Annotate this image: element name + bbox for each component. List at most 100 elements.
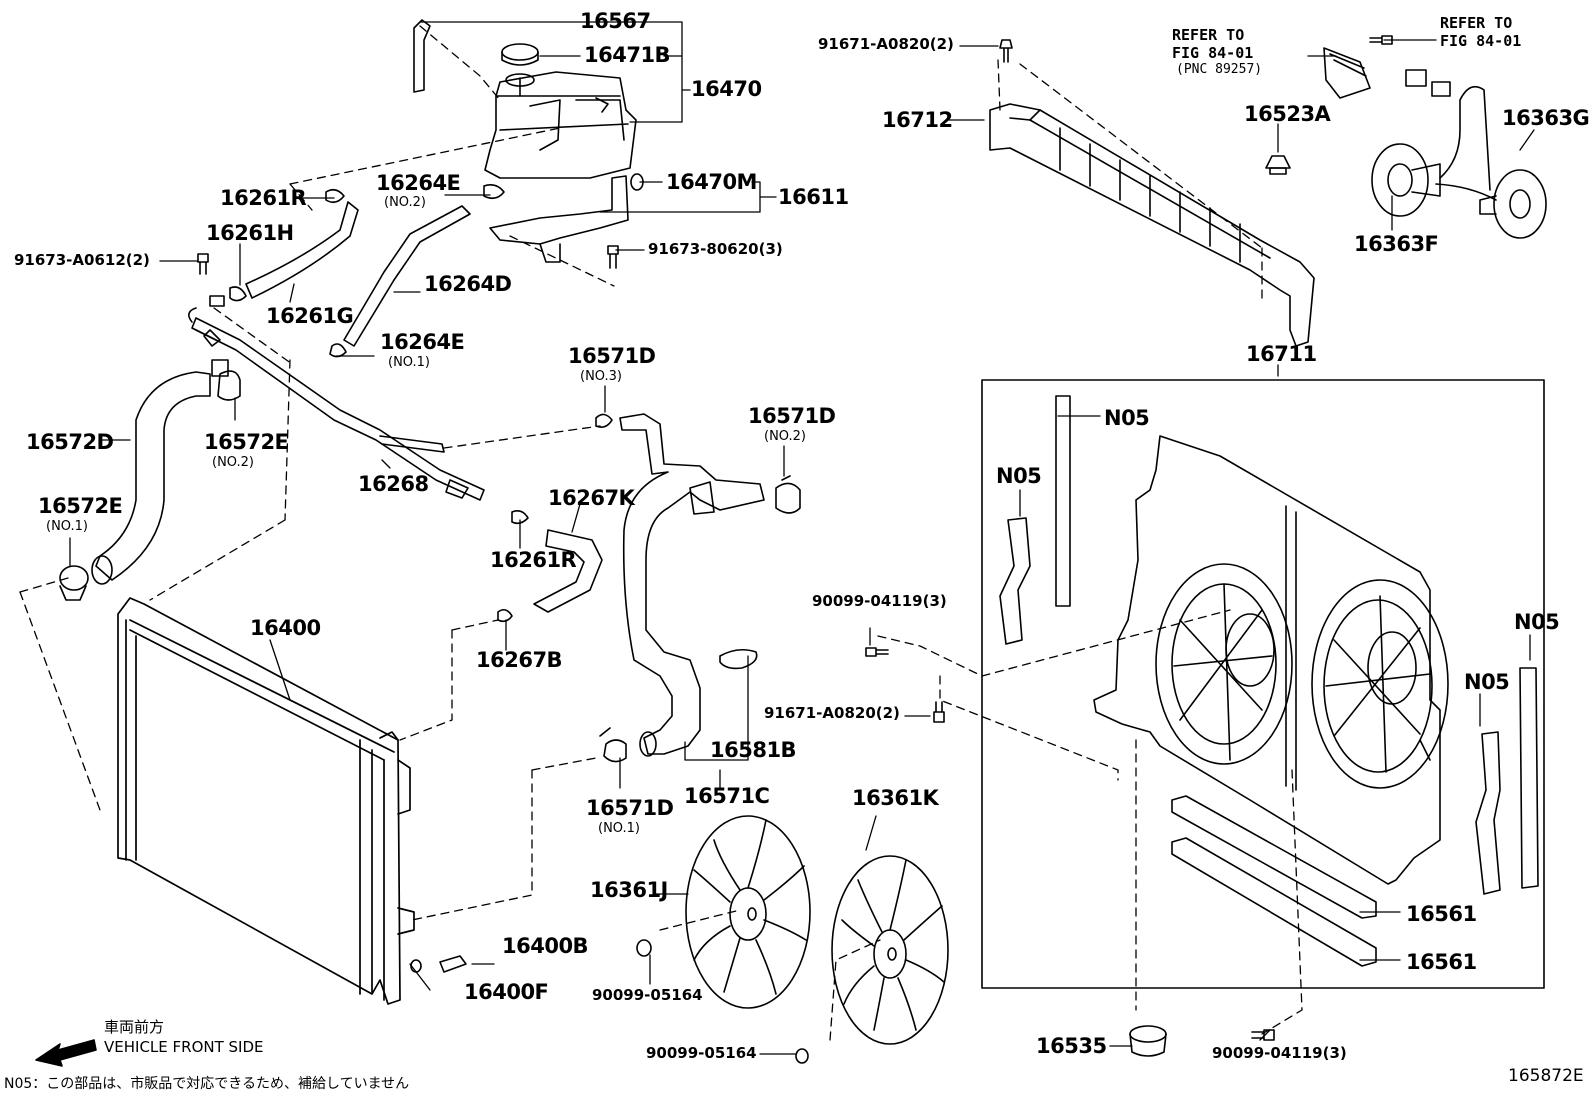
part-16400F[interactable]: 16400F [464,980,549,1004]
figure-code: 165872E [1508,1066,1584,1086]
reservoir-tank-16470 [484,43,637,179]
part-16611[interactable]: 16611 [778,185,849,209]
part-91671-A0820-a[interactable]: 91671-A0820(2) [818,35,954,53]
seals-16561 [1171,795,1377,967]
grommet-16535 [1129,1025,1167,1057]
part-16711[interactable]: 16711 [1246,342,1317,366]
vehicle-front-label-en: VEHICLE FRONT SIDE [104,1038,264,1056]
hose-16267K [533,529,603,613]
part-16261R-top[interactable]: 16261R [220,186,307,210]
hose-16572D [91,359,241,585]
fan-resistor [1323,47,1371,99]
part-16267B[interactable]: 16267B [476,648,563,672]
part-16400[interactable]: 16400 [250,616,321,640]
part-16571D-no1[interactable]: 16571D [586,796,674,820]
part-16261G[interactable]: 16261G [266,304,354,328]
part-16261H[interactable]: 16261H [206,221,294,245]
part-16264E-no1-sub: (NO.1) [388,355,430,370]
nut-90099-05164-b [795,1048,809,1064]
part-91671-A0820-b[interactable]: 91671-A0820(2) [764,704,900,722]
part-16571D-no3[interactable]: 16571D [568,344,656,368]
reference-line2: FIG 84-01 [1172,44,1254,62]
nut-90099-05164-a [636,939,652,957]
part-16264D[interactable]: 16264D [424,272,512,296]
part-16264E-no2[interactable]: 16264E [376,171,461,195]
clamp-16581B [719,648,758,670]
part-16572E-no1-sub: (NO.1) [46,519,88,534]
part-16363G[interactable]: 16363G [1502,106,1590,130]
reference-line3: (PNC 89257) [1176,62,1263,77]
drain-plug-16400B [410,955,467,973]
hose-16567 [413,19,431,93]
part-16400B[interactable]: 16400B [502,934,589,958]
part-90099-04119-b[interactable]: 90099-04119(3) [1212,1044,1347,1062]
vehicle-front-label-jp: 車両前方 [104,1018,165,1036]
part-90099-05164-a[interactable]: 90099-05164 [592,986,703,1004]
part-16267K[interactable]: 16267K [548,486,635,510]
part-16571C[interactable]: 16571C [684,784,770,808]
n05-seal-label-b[interactable]: N05 [996,464,1042,488]
fan-shroud [1093,435,1449,885]
part-16572E-no2-sub: (NO.2) [212,455,254,470]
part-16523A[interactable]: 16523A [1244,102,1331,126]
hose-16261G [245,201,359,299]
part-16470M[interactable]: 16470M [666,170,757,194]
reference-line1: REFER TO [1440,14,1513,32]
part-16363F[interactable]: 16363F [1354,232,1439,256]
part-16572E-no1[interactable]: 16572E [38,494,123,518]
hose-16571C [619,413,765,757]
part-16361K[interactable]: 16361K [852,786,939,810]
n05-seal-label-c[interactable]: N05 [1514,610,1560,634]
part-16567[interactable]: 16567 [580,9,651,33]
part-16571D-no1-sub: (NO.1) [598,821,640,836]
fan-16361J [685,815,811,1009]
part-16361J[interactable]: 16361J [590,878,668,902]
reference-line2: FIG 84-01 [1440,32,1522,50]
part-16581B[interactable]: 16581B [710,738,797,762]
fan-16361K [831,855,949,1045]
part-16571D-no2[interactable]: 16571D [748,404,836,428]
motor-wiring [1405,69,1497,201]
clamp-16571D-no1 [599,727,627,763]
grommet-16523A [1265,155,1291,175]
reference-fig-84-01-resistor[interactable]: REFER TO FIG 84-01 (PNC 89257) [1172,26,1262,78]
radiator-16400 [117,597,415,1005]
group-box-16711 [981,379,1545,989]
part-16712[interactable]: 16712 [882,108,953,132]
part-90099-05164-b[interactable]: 90099-05164 [646,1044,757,1062]
part-16470[interactable]: 16470 [691,77,762,101]
part-16572E-no2[interactable]: 16572E [204,430,289,454]
motor-16363F [1371,143,1441,217]
part-16268[interactable]: 16268 [358,472,429,496]
n05-seal-label-d[interactable]: N05 [1464,670,1510,694]
part-16561-a[interactable]: 16561 [1406,902,1477,926]
n05-seal-label-a[interactable]: N05 [1104,406,1150,430]
clamps-small [229,184,613,623]
vehicle-front-arrow-icon [35,1039,97,1067]
part-16571D-no3-sub: (NO.3) [580,369,622,384]
hose-16264D [343,205,471,347]
part-91673-80620[interactable]: 91673-80620(3) [648,240,783,258]
leader-lines [69,21,1535,1055]
n05-footnote: N05：この部品は、市販品で対応できるため、補給していません [4,1076,410,1092]
part-16264E-no1[interactable]: 16264E [380,330,465,354]
part-16261R-bottom[interactable]: 16261R [490,548,577,572]
clamp-16572E-no1 [59,565,89,601]
clamp-16571D-no2 [775,475,801,514]
part-16572D[interactable]: 16572D [26,430,114,454]
bracket-16611 [489,173,644,263]
part-16535[interactable]: 16535 [1036,1034,1107,1058]
part-16471B[interactable]: 16471B [584,43,671,67]
part-90099-04119-a[interactable]: 90099-04119(3) [812,592,947,610]
reference-fig-84-01-bolt[interactable]: REFER TO FIG 84-01 [1440,14,1521,50]
reference-line1: REFER TO [1172,26,1245,44]
part-16561-b[interactable]: 16561 [1406,950,1477,974]
support-16712 [989,103,1315,347]
part-91673-A0612[interactable]: 91673-A0612(2) [14,251,150,269]
part-16571D-no2-sub: (NO.2) [764,429,806,444]
bolts [197,35,1393,1041]
part-16264E-no2-sub: (NO.2) [384,195,426,210]
pipe-16268 [188,295,485,501]
